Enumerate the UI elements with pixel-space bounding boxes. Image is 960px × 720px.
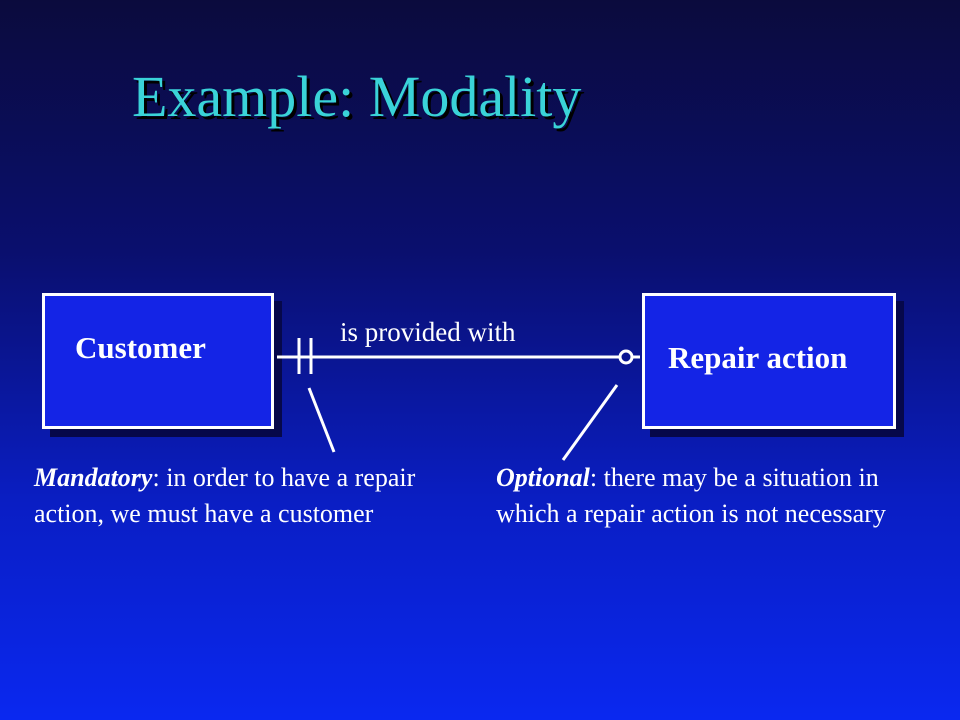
entity-repair-action-label: Repair action — [668, 340, 848, 375]
mandatory-note: Mandatory: in order to have a repair act… — [34, 460, 434, 532]
mandatory-term: Mandatory — [34, 463, 153, 492]
relationship-label: is provided with — [340, 317, 516, 347]
entity-repair-action: Repair action — [642, 293, 896, 429]
optional-pointer — [561, 384, 619, 461]
entity-customer: Customer — [42, 293, 274, 429]
entity-customer-label: Customer — [75, 330, 206, 365]
optional-circle — [618, 349, 634, 365]
optional-note: Optional: there may be a situation in wh… — [496, 460, 946, 532]
slide-title: Example: Modality — [132, 64, 582, 129]
mandatory-text: : in order to have a repair action, we m… — [34, 463, 416, 528]
optional-term: Optional — [496, 463, 590, 492]
mandatory-pointer — [307, 387, 336, 453]
optional-text: : there may be a situation in which a re… — [496, 463, 886, 528]
